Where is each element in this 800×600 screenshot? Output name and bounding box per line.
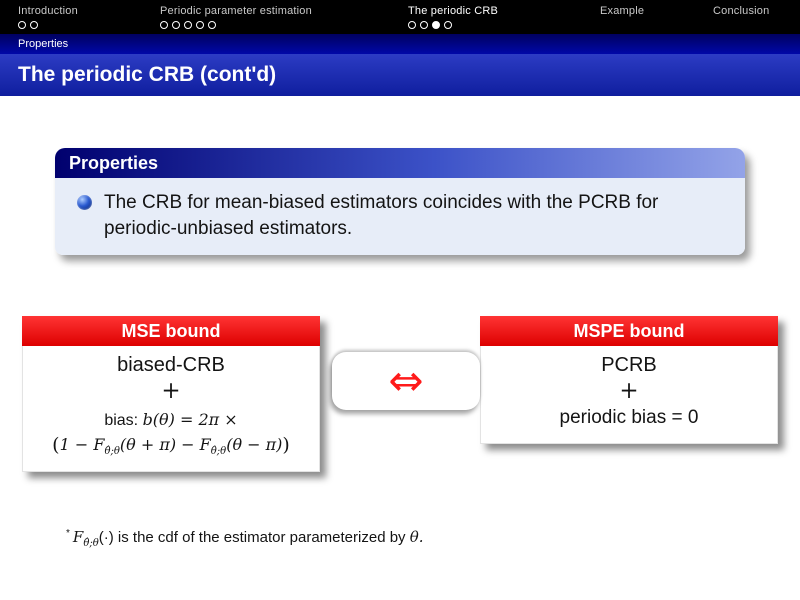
nav-slide-dot[interactable] xyxy=(30,21,38,29)
formula-F2-subscript: θ̂;θ xyxy=(210,446,227,457)
nav-slide-dot[interactable] xyxy=(432,21,440,29)
mse-bound-box: MSE bound biased-CRB + bias: b(θ) = 2π ×… xyxy=(22,316,320,472)
nav-slide-dot[interactable] xyxy=(208,21,216,29)
formula-pre: 1 − xyxy=(59,435,94,454)
footnote: *Fθ̂;θ(·) is the cdf of the estimator pa… xyxy=(66,528,424,549)
nav-slide-dot[interactable] xyxy=(172,21,180,29)
formula-F2: F xyxy=(199,435,211,454)
nav-section-label: Example xyxy=(600,5,645,17)
properties-block: Properties The CRB for mean-biased estim… xyxy=(55,148,745,256)
nav-slide-dot[interactable] xyxy=(444,21,452,29)
nav-slide-dot[interactable] xyxy=(408,21,416,29)
mse-plus-sign: + xyxy=(161,378,181,404)
nav-dots xyxy=(600,21,713,29)
properties-block-header: Properties xyxy=(55,148,745,178)
nav-bar: Introduction Periodic parameter estimati… xyxy=(0,0,800,34)
footnote-marker: * xyxy=(66,528,70,539)
nav-section-label: Introduction xyxy=(18,5,78,17)
footnote-F: F xyxy=(72,528,84,546)
footnote-theta: θ. xyxy=(409,528,424,546)
frame-title-bar: The periodic CRB (cont'd) xyxy=(0,54,800,96)
nav-slide-dot[interactable] xyxy=(160,21,168,29)
mspe-bound-body: PCRB + periodic bias = 0 xyxy=(480,346,778,444)
bullet-ball-icon xyxy=(77,195,92,210)
formula-lparen: ( xyxy=(52,434,60,456)
nav-dots xyxy=(713,21,800,29)
mse-bound-body: biased-CRB + bias: b(θ) = 2π × (1 − Fθ̂;… xyxy=(22,346,320,472)
subsection-bar: Properties xyxy=(0,34,800,54)
nav-section-periodic-parameter-estimation[interactable]: Periodic parameter estimation xyxy=(160,5,408,34)
nav-slide-dot[interactable] xyxy=(196,21,204,29)
nav-section-introduction[interactable]: Introduction xyxy=(18,5,160,34)
double-arrow-icon: ⇔ xyxy=(388,356,424,405)
nav-slide-dot[interactable] xyxy=(184,21,192,29)
nav-section-the-periodic-crb[interactable]: The periodic CRB xyxy=(408,5,600,34)
nav-section-label: Conclusion xyxy=(713,5,770,17)
nav-section-label: The periodic CRB xyxy=(408,5,499,17)
nav-dots xyxy=(408,21,600,29)
formula-F1: F xyxy=(93,435,105,454)
mspe-plus-sign: + xyxy=(619,378,639,404)
mspe-bound-box: MSPE bound PCRB + periodic bias = 0 xyxy=(480,316,778,444)
equivalence-connector: ⇔ xyxy=(332,352,480,410)
formula-post: (θ − π) xyxy=(226,435,283,454)
mse-bound-header: MSE bound xyxy=(22,316,320,346)
mse-formula-line: (1 − Fθ̂;θ(θ + π) − Fθ̂;θ(θ − π)) xyxy=(29,434,313,457)
slide-body: Properties The CRB for mean-biased estim… xyxy=(0,96,800,600)
nav-dots xyxy=(160,21,408,29)
bias-math: b(θ) = 2π × xyxy=(142,410,238,429)
mse-line-biased-crb: biased-CRB xyxy=(117,354,225,376)
nav-section-example[interactable]: Example xyxy=(600,5,713,34)
mspe-line-pcrb: PCRB xyxy=(601,354,657,376)
mspe-line-periodic-bias: periodic bias = 0 xyxy=(559,407,699,428)
footnote-F-subscript: θ̂;θ xyxy=(83,538,99,549)
formula-mid: (θ + π) − xyxy=(119,435,200,454)
nav-section-label: Periodic parameter estimation xyxy=(160,5,312,17)
properties-block-body: The CRB for mean-biased estimators coinc… xyxy=(55,178,745,256)
formula-rparen: ) xyxy=(282,434,290,456)
mse-bias-line: bias: b(θ) = 2π × xyxy=(29,410,313,430)
properties-bullet-text: The CRB for mean-biased estimators coinc… xyxy=(104,192,659,239)
nav-slide-dot[interactable] xyxy=(420,21,428,29)
frame-title: The periodic CRB (cont'd) xyxy=(18,63,277,86)
nav-section-conclusion[interactable]: Conclusion xyxy=(713,5,800,34)
footnote-text: (·) is the cdf of the estimator paramete… xyxy=(98,529,410,546)
subsection-label: Properties xyxy=(18,38,69,50)
formula-F1-subscript: θ̂;θ xyxy=(104,446,120,457)
mspe-bound-header: MSPE bound xyxy=(480,316,778,346)
nav-slide-dot[interactable] xyxy=(18,21,26,29)
bias-label: bias: xyxy=(104,412,143,429)
nav-dots xyxy=(18,21,160,29)
